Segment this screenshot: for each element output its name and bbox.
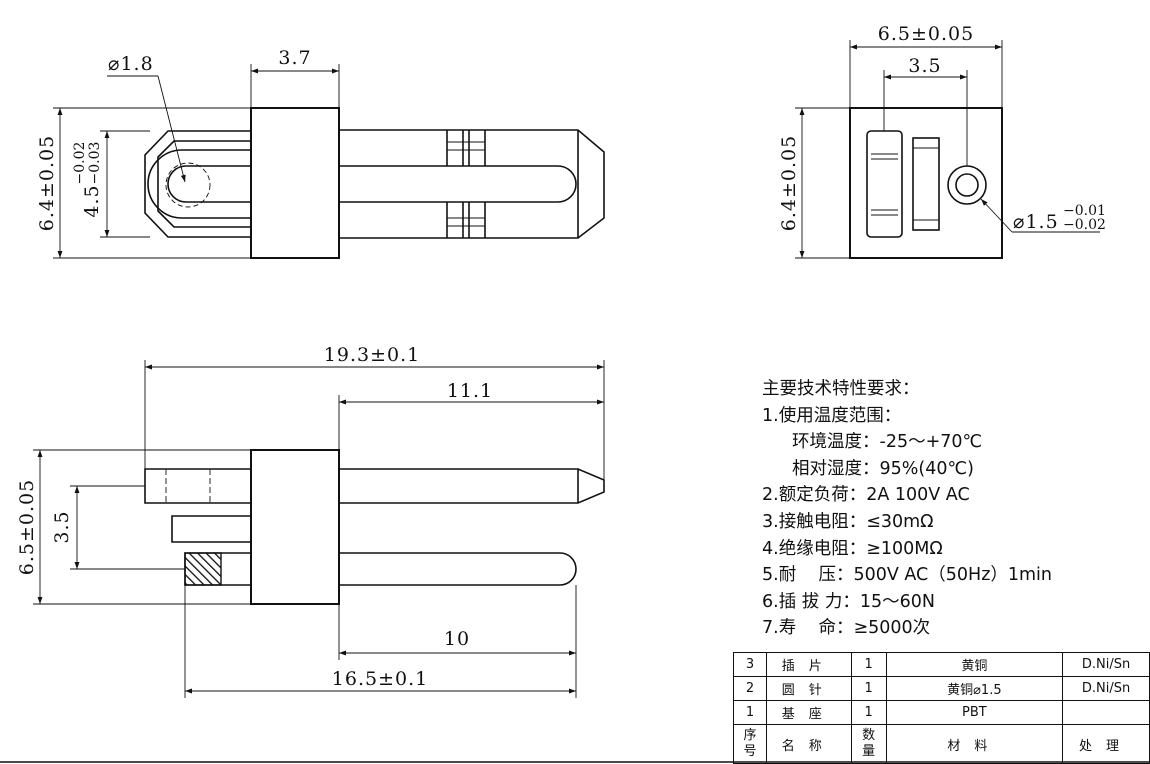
bom-name: 圆针 bbox=[765, 676, 852, 701]
bom-qty: 1 bbox=[850, 652, 887, 677]
table-row: 3 插片 1 黄铜 D.Ni/Sn bbox=[733, 652, 1150, 677]
dim-blade-out: 11.1 bbox=[447, 380, 493, 402]
end-view: 6.5±0.05 3.5 6.4±0.05 ⌀1.5 −0.01 −0.02 bbox=[778, 23, 1106, 259]
bom-no: 2 bbox=[733, 676, 767, 701]
bom-header-treatment: 处理 bbox=[1062, 724, 1150, 764]
dim-overall-length: 19.3±0.1 bbox=[324, 344, 420, 366]
bom-name: 基座 bbox=[765, 700, 852, 725]
bom-material: PBT bbox=[885, 700, 1064, 725]
req-item: 环境温度：-25～+70℃ bbox=[792, 432, 983, 453]
req-item: 3.接触电阻：≤30mΩ bbox=[762, 511, 934, 532]
bill-of-materials: 3 插片 1 黄铜 D.Ni/Sn 2 圆针 1 黄铜⌀1.5 D.Ni/Sn … bbox=[733, 652, 1150, 764]
requirements-title: 主要技术特性要求： bbox=[762, 379, 920, 399]
dim-pin-length: 16.5±0.1 bbox=[332, 668, 428, 690]
table-row: 1 基座 1 PBT bbox=[733, 700, 1150, 725]
req-item: 4.绝缘电阻：≥100MΩ bbox=[762, 538, 943, 559]
bom-header-qty: 数量 bbox=[850, 724, 887, 764]
dim-slot-width: 4.5 bbox=[81, 184, 103, 217]
dim-width-3-7: 3.7 bbox=[278, 47, 311, 69]
table-header-row: 序号 名称 数量 材料 处理 bbox=[733, 724, 1150, 764]
dim-side-spacing: 3.5 bbox=[51, 510, 73, 543]
dim-slot-tol-lower: −0.03 bbox=[87, 142, 103, 185]
req-item: 2.额定负荷：2A 100V AC bbox=[762, 485, 970, 506]
bom-name: 插片 bbox=[765, 652, 852, 677]
top-view: 3.7 ⌀1.8 6.4±0.05 4.5 −0.02 −0.03 bbox=[36, 47, 605, 259]
dim-pin-tol-upper: −0.01 bbox=[1063, 203, 1106, 219]
req-item: 1.使用温度范围： bbox=[762, 405, 902, 426]
dim-pin-tol-lower: −0.02 bbox=[1063, 217, 1106, 233]
bom-treatment: D.Ni/Sn bbox=[1062, 652, 1150, 677]
bom-qty: 1 bbox=[850, 700, 887, 725]
dim-pin-dia: ⌀1.5 bbox=[1013, 211, 1059, 233]
dim-slot-tol-upper: −0.02 bbox=[72, 142, 88, 185]
bom-qty: 1 bbox=[850, 676, 887, 701]
bom-no: 3 bbox=[733, 652, 767, 677]
bom-header-material: 材料 bbox=[885, 724, 1064, 764]
bom-treatment: D.Ni/Sn bbox=[1062, 676, 1150, 701]
bom-material: 黄铜⌀1.5 bbox=[885, 676, 1064, 701]
table-row: 2 圆针 1 黄铜⌀1.5 D.Ni/Sn bbox=[733, 676, 1150, 701]
dim-height-top: 6.4±0.05 bbox=[36, 135, 58, 231]
dim-end-height: 6.4±0.05 bbox=[778, 135, 800, 231]
bom-treatment bbox=[1062, 700, 1150, 725]
technical-requirements: 主要技术特性要求： 1.使用温度范围： 环境温度：-25～+70℃ 相对湿度：9… bbox=[762, 376, 1052, 642]
bom-header-no: 序号 bbox=[733, 724, 767, 764]
side-view: 19.3±0.1 11.1 6.5±0.05 3.5 10 16.5±0.1 bbox=[16, 344, 605, 698]
req-item: 5.耐 压：500V AC（50Hz）1min bbox=[762, 565, 1053, 586]
req-item: 相对湿度：95%(40℃) bbox=[792, 458, 974, 479]
req-item: 7.寿 命：≥5000次 bbox=[762, 618, 931, 639]
dim-hole-dia: ⌀1.8 bbox=[108, 53, 154, 75]
bom-no: 1 bbox=[733, 700, 767, 725]
bom-header-name: 名称 bbox=[765, 724, 852, 764]
req-item: 6.插 拔 力：15～60N bbox=[762, 591, 935, 612]
bom-material: 黄铜 bbox=[885, 652, 1064, 677]
dim-end-width: 6.5±0.05 bbox=[878, 23, 974, 45]
dim-pin-out: 10 bbox=[444, 628, 470, 650]
dim-end-spacing: 3.5 bbox=[908, 55, 941, 77]
dim-side-height: 6.5±0.05 bbox=[16, 479, 38, 575]
